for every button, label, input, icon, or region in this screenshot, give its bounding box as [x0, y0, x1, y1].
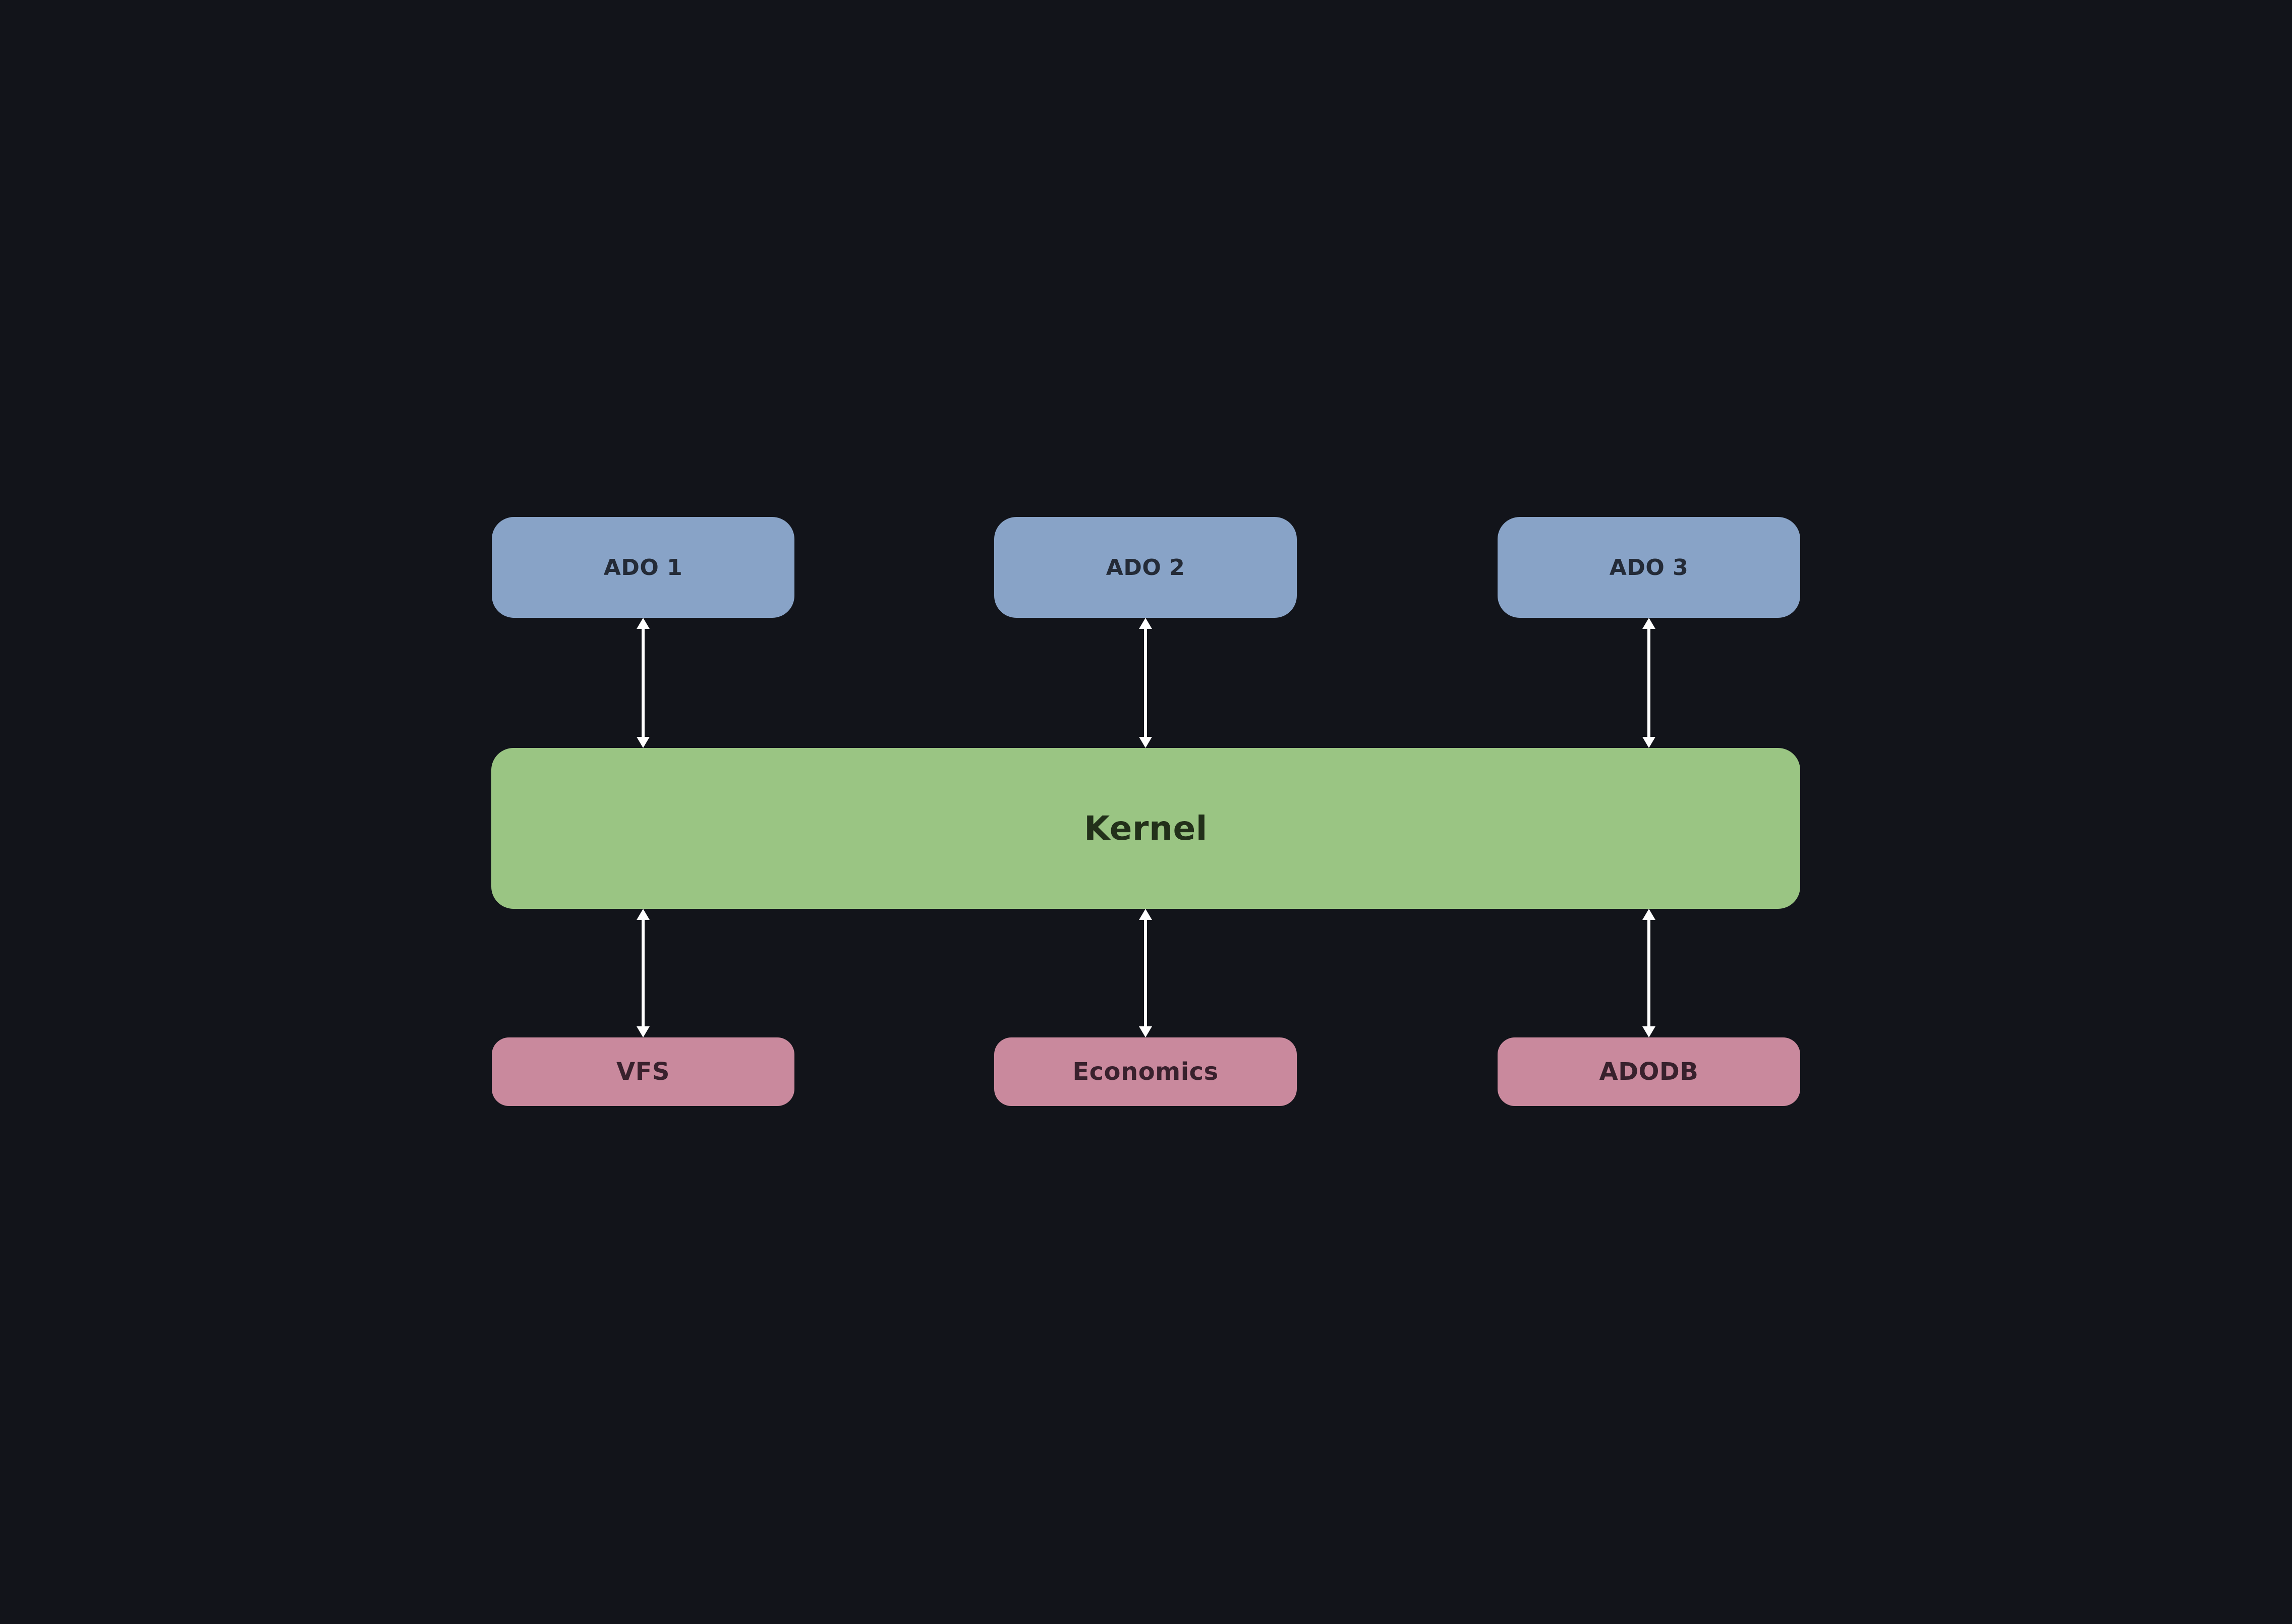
- arrow-up-icon: [637, 618, 650, 629]
- arrow-up-icon: [637, 909, 650, 920]
- node-ado-1: ADO 1: [492, 517, 794, 618]
- node-kernel-label: Kernel: [1084, 809, 1208, 848]
- edge-ado1-kernel-double-arrow: [637, 618, 650, 748]
- edge-kernel-adodb-double-arrow: [1642, 909, 1655, 1037]
- node-ado-3-label: ADO 3: [1609, 554, 1689, 581]
- node-vfs-label: VFS: [616, 1058, 670, 1086]
- arrow-up-icon: [1139, 618, 1152, 629]
- arrow-shaft: [1144, 920, 1147, 1026]
- arrow-down-icon: [1642, 737, 1655, 748]
- edge-kernel-vfs-double-arrow: [637, 909, 650, 1037]
- node-kernel: Kernel: [491, 748, 1800, 909]
- node-economics: Economics: [994, 1037, 1297, 1106]
- arrow-up-icon: [1139, 909, 1152, 920]
- node-vfs: VFS: [492, 1037, 794, 1106]
- arrow-shaft: [1647, 920, 1650, 1026]
- arrow-up-icon: [1642, 618, 1655, 629]
- arrow-down-icon: [1139, 1026, 1152, 1037]
- arrow-down-icon: [637, 1026, 650, 1037]
- arrow-shaft: [1647, 629, 1650, 737]
- node-adodb: ADODB: [1498, 1037, 1800, 1106]
- edge-kernel-economics-double-arrow: [1139, 909, 1152, 1037]
- arrow-down-icon: [1139, 737, 1152, 748]
- edge-ado3-kernel-double-arrow: [1642, 618, 1655, 748]
- node-ado-2: ADO 2: [994, 517, 1297, 618]
- arrow-down-icon: [1642, 1026, 1655, 1037]
- node-ado-3: ADO 3: [1498, 517, 1800, 618]
- arrow-up-icon: [1642, 909, 1655, 920]
- node-economics-label: Economics: [1072, 1058, 1219, 1086]
- edge-ado2-kernel-double-arrow: [1139, 618, 1152, 748]
- arrow-shaft: [1144, 629, 1147, 737]
- arrow-shaft: [642, 920, 645, 1026]
- arrow-shaft: [642, 629, 645, 737]
- node-adodb-label: ADODB: [1599, 1058, 1699, 1086]
- node-ado-2-label: ADO 2: [1106, 554, 1185, 581]
- arrow-down-icon: [637, 737, 650, 748]
- node-ado-1-label: ADO 1: [603, 554, 683, 581]
